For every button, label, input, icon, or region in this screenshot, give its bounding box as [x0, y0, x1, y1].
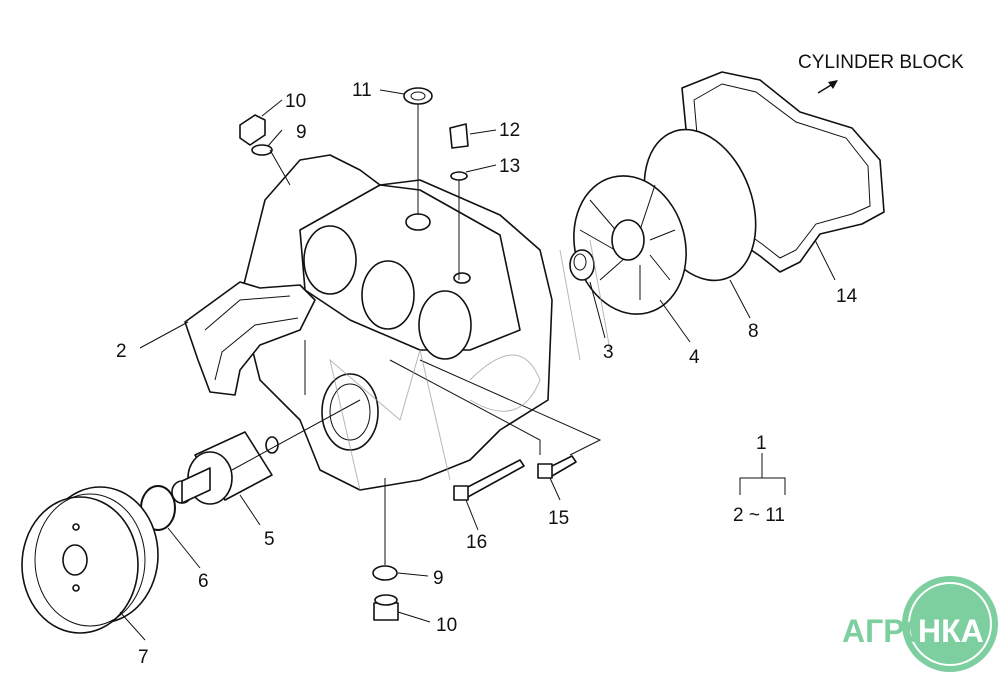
center-lines	[231, 104, 602, 565]
logo-text-left: АГРО	[842, 613, 929, 649]
impeller-4	[573, 175, 687, 315]
bolt-16	[453, 459, 525, 501]
callout-10-bottom: 10	[436, 615, 457, 636]
seal-3	[569, 249, 595, 281]
callout-14: 14	[836, 286, 858, 307]
fitting-12	[449, 123, 469, 181]
callout-2: 2	[116, 341, 127, 362]
cylinder-block-label: CYLINDER BLOCK	[798, 52, 964, 73]
callout-13: 13	[499, 156, 520, 177]
logo-text-right: НКА	[918, 613, 984, 649]
pulley-7	[21, 486, 159, 634]
assembly-children: 2 ~ 11	[733, 505, 785, 526]
callout-6: 6	[198, 571, 209, 592]
plug-10-bottom	[373, 594, 399, 621]
bearing-5	[171, 431, 279, 505]
callout-9: 9	[296, 122, 307, 143]
watermark	[329, 239, 611, 491]
elbow-2	[184, 281, 316, 396]
callout-11: 11	[352, 80, 372, 101]
callout-3: 3	[603, 342, 614, 363]
plug-10-top	[239, 114, 273, 156]
callout-8: 8	[748, 321, 759, 342]
assembly-parent: 1	[756, 433, 767, 454]
agronka-logo: АГРО НКА	[842, 576, 998, 672]
direction-arrow-icon	[817, 80, 838, 94]
callout-10: 10	[285, 91, 306, 112]
callout-4: 4	[689, 347, 700, 368]
callout-12: 12	[499, 120, 520, 141]
callout-7: 7	[138, 647, 149, 668]
callout-labels: 10 9 11 12 13 2 3 4 8 14 5 6 7 9 10 16 1…	[116, 52, 964, 668]
washer-11	[403, 87, 433, 105]
callout-16: 16	[466, 532, 487, 553]
callout-5: 5	[264, 529, 275, 550]
washer-9-bottom	[372, 565, 398, 581]
pump-housing	[239, 154, 553, 491]
leader-lines	[119, 89, 836, 641]
bolt-15	[537, 455, 577, 479]
callout-15: 15	[548, 508, 569, 529]
callout-9-bottom: 9	[433, 568, 444, 589]
